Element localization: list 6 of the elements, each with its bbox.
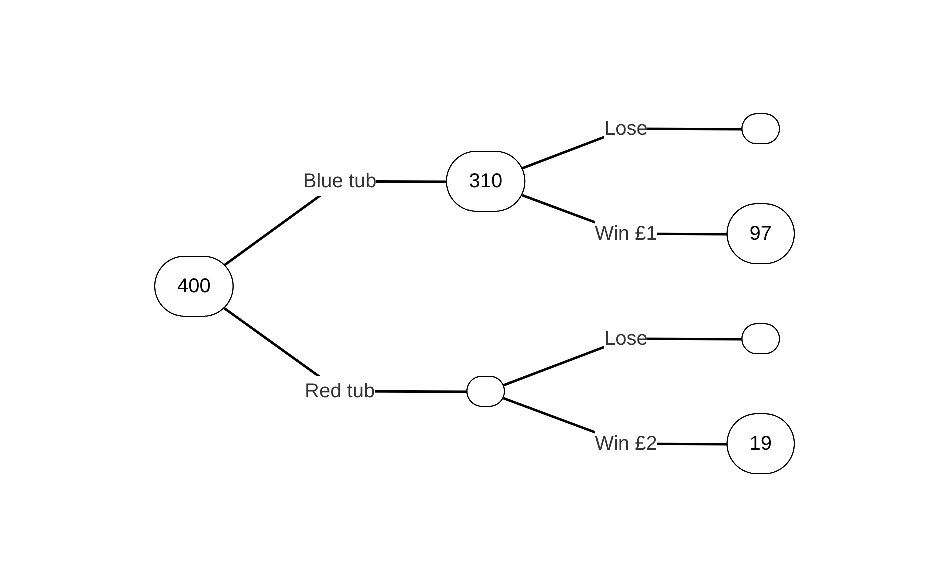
edge-label: Blue tub [303, 170, 376, 192]
edge-label: Red tub [304, 380, 375, 402]
edge-label: Lose [604, 328, 648, 350]
edge-label: Lose [604, 118, 648, 140]
edge-label: Win £2 [594, 432, 658, 455]
edge-label: Win £1 [594, 222, 658, 245]
